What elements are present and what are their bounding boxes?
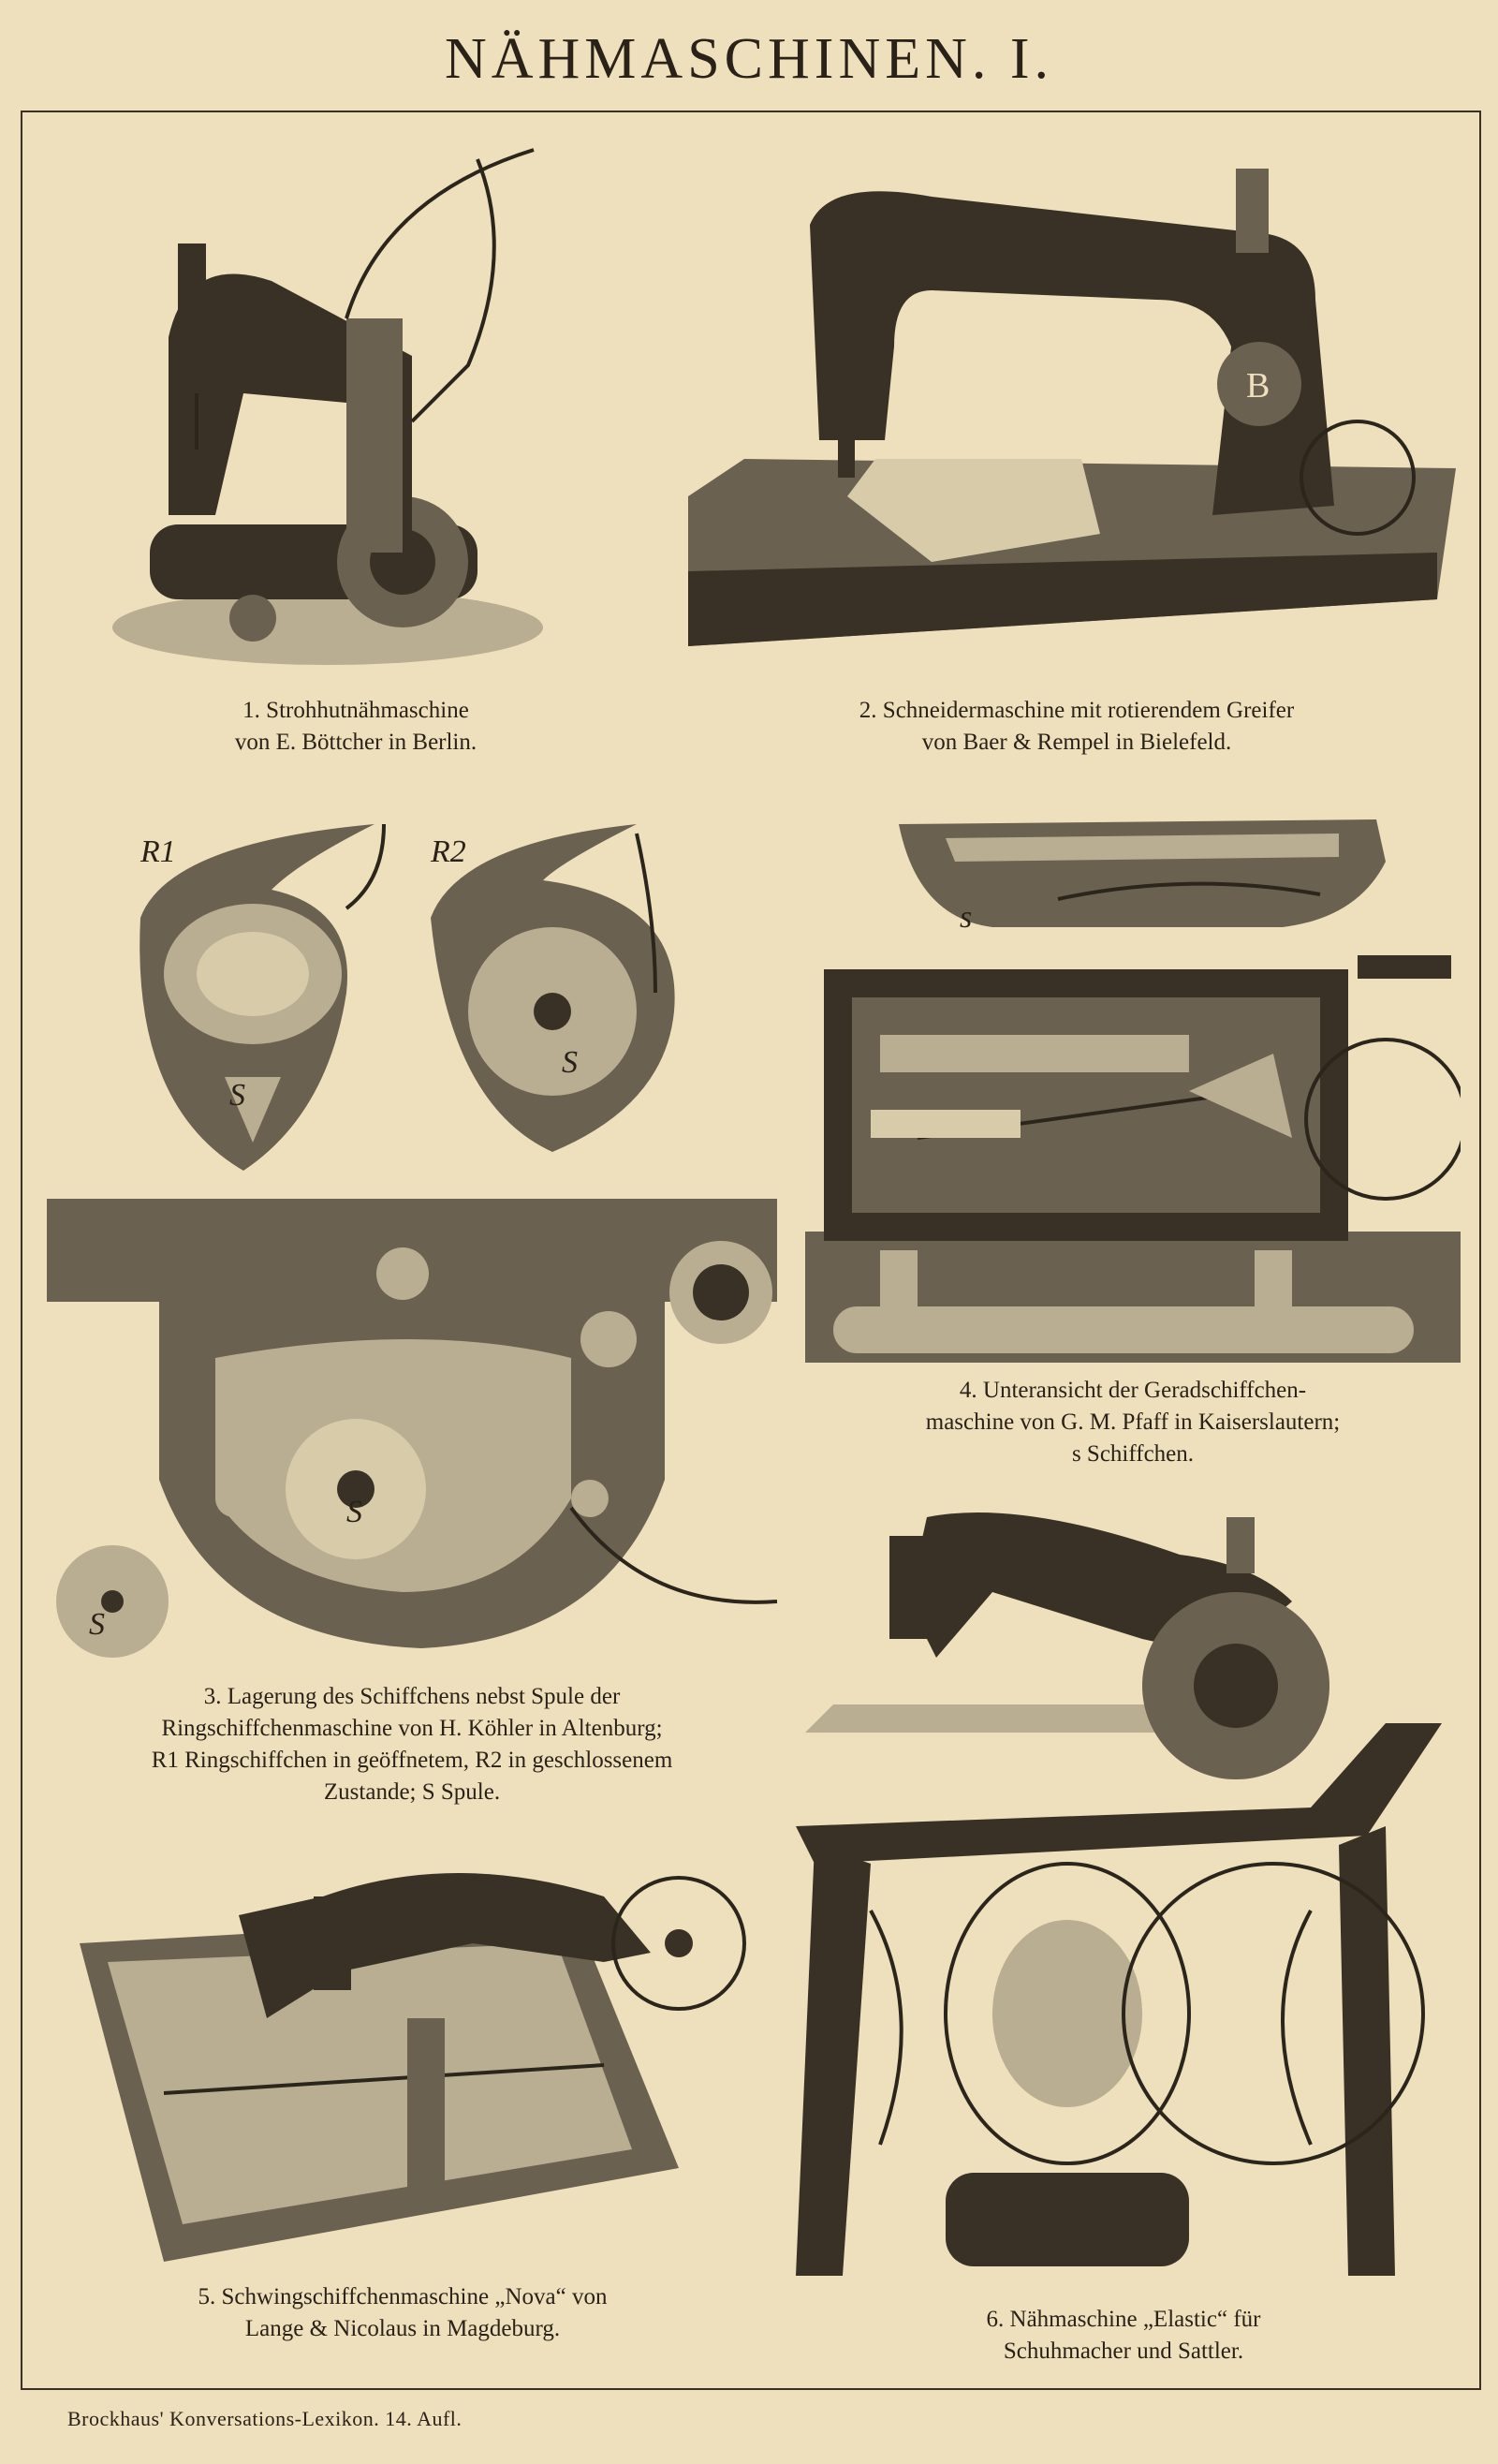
label-s-mounted: S: [346, 1495, 362, 1529]
figure-3-shuttle-mounting: S S: [47, 1199, 777, 1667]
page-title: NÄHMASCHINEN. I.: [444, 27, 1054, 91]
figure-2-tailor-sewing-machine: B: [688, 159, 1456, 693]
figure-1-straw-hat-sewing-machine: [103, 140, 571, 693]
figure-6-caption: 6. Nähmaschine „Elastic“ für Schuhmacher…: [986, 2307, 1261, 2364]
figure-2-caption: 2. Schneidermaschine mit rotierendem Gre…: [859, 698, 1295, 755]
label-s-open: S: [229, 1078, 245, 1113]
figure-5-nova-machine: [80, 1859, 754, 2271]
label-s-closed: S: [562, 1045, 578, 1080]
page-footer: Brockhaus' Konversations-Lexikon. 14. Au…: [67, 2407, 463, 2430]
label-r2: R2: [430, 834, 466, 869]
figure-2-plate-letter: B: [1246, 366, 1270, 406]
figure-5-caption: 5. Schwingschiffchenmaschine „Nova“ von …: [198, 2284, 608, 2341]
figure-3-ring-shuttles: R1 R2 S S: [112, 805, 712, 1180]
figure-1-caption: 1. Strohhutnähmaschine von E. Böttcher i…: [234, 698, 477, 755]
figure-4-caption: 4. Unteransicht der Geradschiffchen- mas…: [925, 1378, 1341, 1467]
figure-6-elastic-machine: [786, 1489, 1461, 2285]
figure-3-caption: 3. Lagerung des Schiffchens nebst Spule …: [151, 1684, 673, 1805]
figure-4-underside-view: [805, 951, 1461, 1363]
label-r1: R1: [140, 834, 176, 869]
figure-4-shuttle: s: [889, 805, 1395, 937]
label-s-bobbin: S: [89, 1607, 105, 1642]
label-shuttle-s: s: [960, 900, 972, 935]
plate-frame: [21, 111, 1481, 2390]
